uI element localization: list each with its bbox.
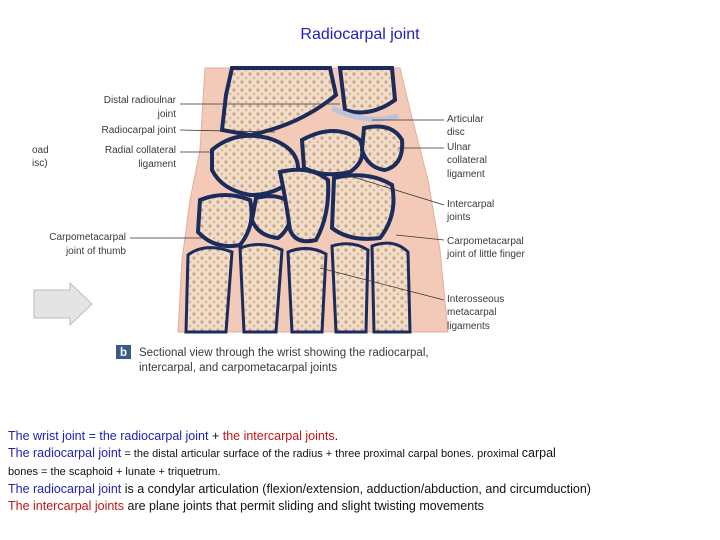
label-carpometacarpal-thumb: Carpometacarpal	[49, 232, 126, 243]
label-distal-radioulnar-2: joint	[157, 109, 177, 120]
text-line-2: The radiocarpal joint = the distal artic…	[8, 445, 714, 463]
label-distal-radioulnar: Distal radioulnar	[104, 95, 177, 106]
label-ligament: ligament	[447, 169, 485, 180]
wrist-section-figure: Distal radioulnar joint Radiocarpal join…	[32, 66, 525, 374]
text-line-4: The radiocarpal joint is a condylar arti…	[8, 481, 714, 498]
label-ulnar: Ulnar	[447, 142, 472, 153]
metacarpal-3	[286, 247, 328, 334]
metacarpal-2	[238, 243, 284, 334]
text-line-5: The intercarpal joints are plane joints …	[8, 498, 714, 515]
label-joint-little-finger: joint of little finger	[446, 249, 525, 260]
leader-lines	[130, 103, 445, 301]
text-plus: +	[211, 429, 220, 443]
term-intercarpal-joints: The intercarpal joints	[8, 499, 125, 513]
label-metacarpal: metacarpal	[447, 307, 496, 318]
label-radial-collateral-2: ligament	[138, 159, 176, 170]
label-carpometacarpal-thumb-2: joint of thumb	[65, 246, 126, 257]
label-disc: disc	[447, 127, 465, 138]
panel-letter: b	[120, 347, 127, 359]
label-articular: Articular	[447, 114, 484, 125]
label-interosseous: Interosseous	[447, 294, 504, 305]
label-collateral: collateral	[447, 155, 487, 166]
label-radiocarpal-joint: Radiocarpal joint	[102, 125, 177, 136]
explanation-text: The wrist joint = the radiocarpal joint …	[8, 428, 714, 515]
figure-caption-1: Sectional view through the wrist showing…	[139, 347, 429, 359]
figure-caption-2: intercarpal, and carpometacarpal joints	[139, 362, 337, 374]
capitate-bone	[277, 167, 331, 244]
term-radiocarpal-joint: The radiocarpal joint	[8, 446, 122, 460]
metacarpal-1	[184, 246, 234, 334]
label-cut-1: oad	[32, 145, 49, 156]
text-fragment: is a condylar articulation (flexion/exte…	[121, 482, 591, 496]
term-radiocarpal-joint: The radiocarpal joint	[8, 482, 122, 496]
label-ligaments: ligaments	[447, 321, 490, 332]
text-line-1: The wrist joint = the radiocarpal joint …	[8, 428, 714, 445]
term-intercarpal-joints: the intercarpal joints	[219, 429, 335, 443]
articular-disc	[330, 105, 399, 122]
text-fragment: are plane joints that permit sliding and…	[124, 499, 484, 513]
label-radial-collateral: Radial collateral	[105, 145, 176, 156]
page-title: Radiocarpal joint	[300, 26, 420, 43]
text-fragment: bones = the scaphoid + lunate + triquetr…	[8, 466, 221, 478]
term-wrist-joint: The wrist joint	[8, 429, 86, 443]
label-cut-2: isc)	[32, 158, 48, 169]
text-fragment: carpal	[521, 446, 556, 460]
text-fragment: = the distal articular surface of the ra…	[121, 448, 522, 460]
text-fragment: = the radiocarpal joint	[85, 429, 212, 443]
lunate-bone	[299, 129, 365, 177]
direction-arrow	[33, 281, 93, 327]
panel-letter-box	[116, 345, 131, 359]
text-period: .	[334, 429, 339, 443]
metacarpal-4	[330, 242, 370, 334]
triquetrum-bone	[359, 124, 405, 173]
trapezoid-bone	[249, 194, 295, 241]
trapezium-bone	[195, 193, 254, 249]
hamate-bone	[329, 173, 396, 241]
label-carpometacarpal: Carpometacarpal	[447, 236, 524, 247]
ulna-bone	[337, 66, 398, 115]
label-intercarpal: Intercarpal	[447, 199, 494, 210]
label-joints: joints	[446, 212, 470, 223]
text-line-3: bones = the scaphoid + lunate + triquetr…	[8, 463, 714, 481]
metacarpal-5	[370, 241, 412, 334]
